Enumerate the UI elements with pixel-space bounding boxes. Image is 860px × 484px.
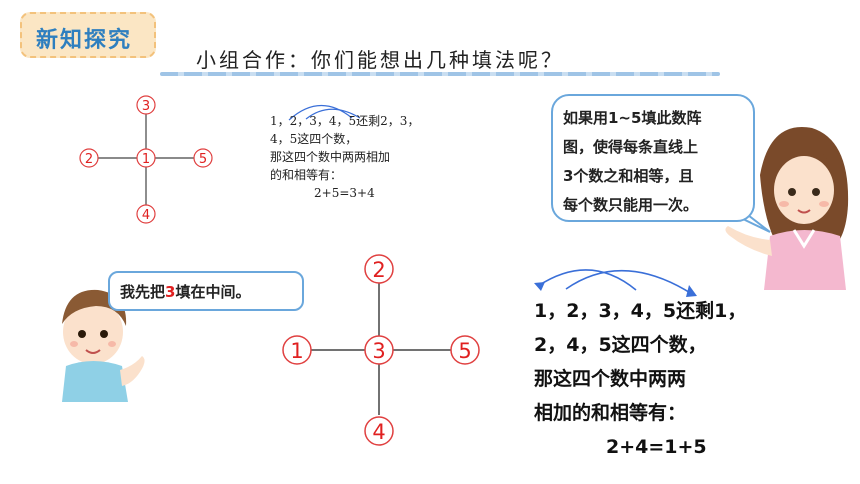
big-explanation-line-1: 1，2，3，4，5还剩1， xyxy=(534,300,747,322)
big-pair-arcs xyxy=(534,269,697,297)
boy-bubble-text-after: 填在中间。 xyxy=(175,283,251,301)
big-explanation-line-4: 相加的和相等有： xyxy=(534,402,687,424)
small-pair-arcs xyxy=(288,104,361,121)
big-explanation: 1，2，3，4，5还剩1， 2，4，5这四个数， 那这四个数中两两 相加的和相等… xyxy=(534,294,746,464)
big-node-bottom: 4 xyxy=(364,416,394,446)
big-number-cross: 2 1 3 5 4 xyxy=(282,254,480,446)
small-node-bottom: 4 xyxy=(136,204,156,224)
small-node-left: 2 xyxy=(79,148,99,168)
svg-text:2: 2 xyxy=(372,258,385,282)
section-badge-label: 新知探究 xyxy=(36,28,133,53)
small-explanation: 1，2，3，4，5还剩2，3， 4，5这四个数， 那这四个数中两两相加 的和相等… xyxy=(270,112,419,202)
big-explanation-line-3: 那这四个数中两两 xyxy=(534,368,687,390)
small-node-right: 5 xyxy=(193,148,213,168)
small-explanation-line-2: 4，5这四个数， xyxy=(270,132,358,146)
svg-text:1: 1 xyxy=(142,152,150,167)
big-explanation-line-2: 2，4，5这四个数， xyxy=(534,334,707,356)
boy-bubble-text-before: 我先把 xyxy=(120,283,166,301)
big-node-right: 5 xyxy=(450,335,480,365)
big-explanation-equation: 2+4=1+5 xyxy=(606,436,707,458)
big-node-center: 3 xyxy=(364,335,394,365)
boy-speech-bubble: 我先把3填在中间。 xyxy=(108,271,304,311)
big-node-top: 2 xyxy=(364,254,394,284)
section-badge: 新知探究 xyxy=(20,12,156,58)
svg-text:1: 1 xyxy=(290,339,303,363)
small-explanation-line-3: 那这四个数中两两相加 xyxy=(270,150,391,164)
svg-text:3: 3 xyxy=(372,339,385,363)
small-explanation-line-4: 的和相等有： xyxy=(270,168,343,182)
small-number-cross: 3 2 1 5 4 xyxy=(79,95,213,224)
girl-teacher-illustration xyxy=(725,126,849,290)
teacher-bubble-line-4: 每个数只能用一次。 xyxy=(563,196,699,214)
page-title: 小组合作：你们能想出几种填法呢？ xyxy=(196,48,564,72)
small-node-top: 3 xyxy=(136,95,156,115)
small-explanation-equation: 2+5=3+4 xyxy=(314,186,375,200)
svg-text:4: 4 xyxy=(372,420,385,444)
small-node-center: 1 xyxy=(136,148,156,168)
svg-text:3: 3 xyxy=(142,99,150,114)
svg-text:2: 2 xyxy=(85,152,93,167)
teacher-bubble-line-2: 图，使得每条直线上 xyxy=(563,138,699,156)
teacher-bubble-line-3: 3个数之和相等，且 xyxy=(563,167,694,185)
big-node-left: 1 xyxy=(282,335,312,365)
small-explanation-line-1: 1，2，3，4，5还剩2，3， xyxy=(270,114,420,128)
svg-text:5: 5 xyxy=(458,339,471,363)
title-underline xyxy=(160,72,720,76)
svg-text:4: 4 xyxy=(142,208,150,223)
teacher-speech-bubble: 如果用1~5填此数阵 图，使得每条直线上 3个数之和相等，且 每个数只能用一次。 xyxy=(551,94,755,222)
teacher-bubble-line-1: 如果用1~5填此数阵 xyxy=(563,109,702,127)
svg-text:5: 5 xyxy=(199,152,207,167)
boy-bubble-highlight: 3 xyxy=(165,283,176,301)
